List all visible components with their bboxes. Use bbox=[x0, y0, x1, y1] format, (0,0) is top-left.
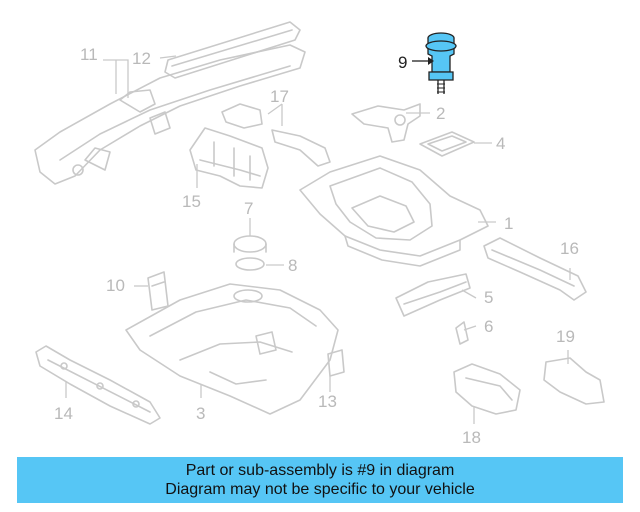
part-14-crossmember bbox=[35, 345, 161, 425]
callout-5: 5 bbox=[484, 288, 493, 307]
part-7-plug bbox=[233, 235, 267, 253]
banner-line-2: Diagram may not be specific to your vehi… bbox=[165, 481, 475, 498]
part-4-plate bbox=[419, 131, 475, 157]
part-11-side-rail bbox=[34, 44, 306, 185]
part-6-clip bbox=[455, 321, 469, 345]
part-9-highlighted bbox=[425, 32, 457, 94]
callout-17: 17 bbox=[270, 87, 289, 106]
info-banner: Part or sub-assembly is #9 in diagram Di… bbox=[17, 457, 623, 503]
callout-19: 19 bbox=[556, 327, 575, 346]
callout-11: 11 bbox=[80, 45, 98, 64]
part-12-upper-rail bbox=[164, 21, 301, 79]
callout-1: 1 bbox=[504, 214, 513, 233]
part-15-crossmember bbox=[189, 127, 269, 189]
callout-2: 2 bbox=[436, 104, 445, 123]
callout-6: 6 bbox=[484, 317, 493, 336]
callout-14: 14 bbox=[54, 404, 73, 423]
part-17-bracket bbox=[221, 103, 331, 167]
callout-15: 15 bbox=[182, 192, 201, 211]
callout-13: 13 bbox=[318, 392, 337, 411]
part-5-rail bbox=[395, 273, 471, 317]
part-10-bracket bbox=[147, 271, 169, 311]
banner-line-1: Part or sub-assembly is #9 in diagram bbox=[185, 462, 455, 479]
part-13-bracket bbox=[327, 349, 345, 377]
leader-lines bbox=[65, 55, 571, 424]
part-2-bracket bbox=[351, 103, 421, 143]
callout-10: 10 bbox=[106, 276, 125, 295]
callout-4: 4 bbox=[496, 134, 505, 153]
part-3-floor-pan bbox=[125, 283, 339, 415]
part-1-spare-well bbox=[299, 155, 489, 267]
callout-12: 12 bbox=[132, 49, 151, 68]
callout-16: 16 bbox=[560, 239, 579, 258]
callout-9: 9 bbox=[398, 53, 407, 72]
part-18-shield bbox=[453, 363, 521, 415]
callout-3: 3 bbox=[196, 404, 205, 423]
callout-18: 18 bbox=[462, 428, 481, 447]
part-8-seal bbox=[235, 257, 265, 271]
callout-7: 7 bbox=[244, 199, 253, 218]
callout-8: 8 bbox=[288, 256, 297, 275]
part-16-rail bbox=[483, 237, 587, 301]
part-19-panel bbox=[543, 357, 605, 405]
